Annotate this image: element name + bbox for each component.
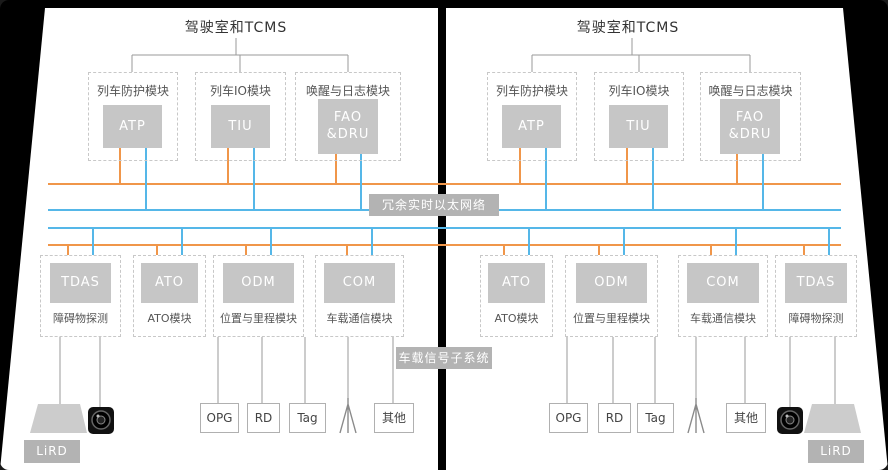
cab-tcms-title-right: 驾驶室和TCMS: [576, 20, 680, 36]
lird-label-right: LiRD: [808, 440, 864, 463]
opg-device-right: OPG: [549, 403, 588, 433]
ato-module-label: ATO模块: [147, 312, 192, 325]
protection-module-label: 列车防护模块: [96, 84, 169, 98]
redundant-ethernet-label: 冗余实时以太网络: [369, 194, 499, 216]
io-module-label: 列车IO模块: [210, 84, 271, 98]
fao-dru-unit-right: FAO &DRU: [720, 99, 780, 154]
com-module-label: 车载通信模块: [326, 312, 393, 325]
tdas-module-label: 障碍物探测: [788, 312, 844, 325]
io-module-label: 列车IO模块: [608, 84, 670, 98]
tiu-unit-left: TIU: [211, 105, 270, 148]
other-device-left: 其他: [374, 403, 414, 433]
tag-device-left: Tag: [289, 403, 326, 433]
tiu-unit-right: TIU: [609, 105, 668, 148]
atp-unit-left: ATP: [103, 105, 162, 148]
odm-unit-right: ODM: [576, 263, 647, 303]
odm-module-left: 位置与里程模块: [213, 255, 304, 337]
odm-module-label: 位置与里程模块: [220, 312, 297, 325]
wakeup-log-module-label: 唤醒与日志模块: [305, 84, 390, 98]
cab-tcms-title-left: 驾驶室和TCMS: [184, 20, 288, 36]
com-unit-right: COM: [687, 263, 759, 303]
odm-module-label: 位置与里程模块: [573, 312, 650, 325]
lird-label-left: LiRD: [24, 440, 80, 463]
ato-unit-right: ATO: [488, 263, 545, 303]
ato-module-left: ATO模块: [133, 255, 206, 337]
rd-device-left: RD: [247, 403, 280, 433]
opg-device-left: OPG: [200, 403, 239, 433]
tdas-module-left: 障碍物探测: [40, 255, 121, 337]
odm-module-right: 位置与里程模块: [565, 255, 658, 337]
tdas-unit-right: TDAS: [785, 263, 847, 303]
ato-module-label: ATO模块: [494, 312, 539, 325]
atp-unit-right: ATP: [502, 105, 561, 148]
com-unit-left: COM: [324, 263, 395, 303]
tdas-unit-left: TDAS: [50, 263, 111, 303]
com-module-right: 车载通信模块: [678, 255, 768, 337]
wakeup-log-module-label: 唤醒与日志模块: [708, 84, 793, 98]
com-module-left: 车载通信模块: [315, 255, 404, 337]
protection-module-label: 列车防护模块: [495, 84, 568, 98]
com-module-label: 车载通信模块: [690, 312, 756, 325]
tag-device-right: Tag: [637, 403, 674, 433]
tdas-module-label: 障碍物探测: [53, 312, 108, 325]
ato-unit-left: ATO: [141, 263, 198, 303]
ato-module-right: ATO模块: [480, 255, 553, 337]
other-device-right: 其他: [726, 403, 766, 433]
fao-dru-unit-left: FAO &DRU: [318, 99, 378, 154]
tdas-module-right: 障碍物探测: [775, 255, 857, 337]
rd-device-right: RD: [598, 403, 631, 433]
odm-unit-left: ODM: [223, 263, 294, 303]
onboard-signal-subsystem-label: 车载信号子系统: [396, 347, 492, 369]
